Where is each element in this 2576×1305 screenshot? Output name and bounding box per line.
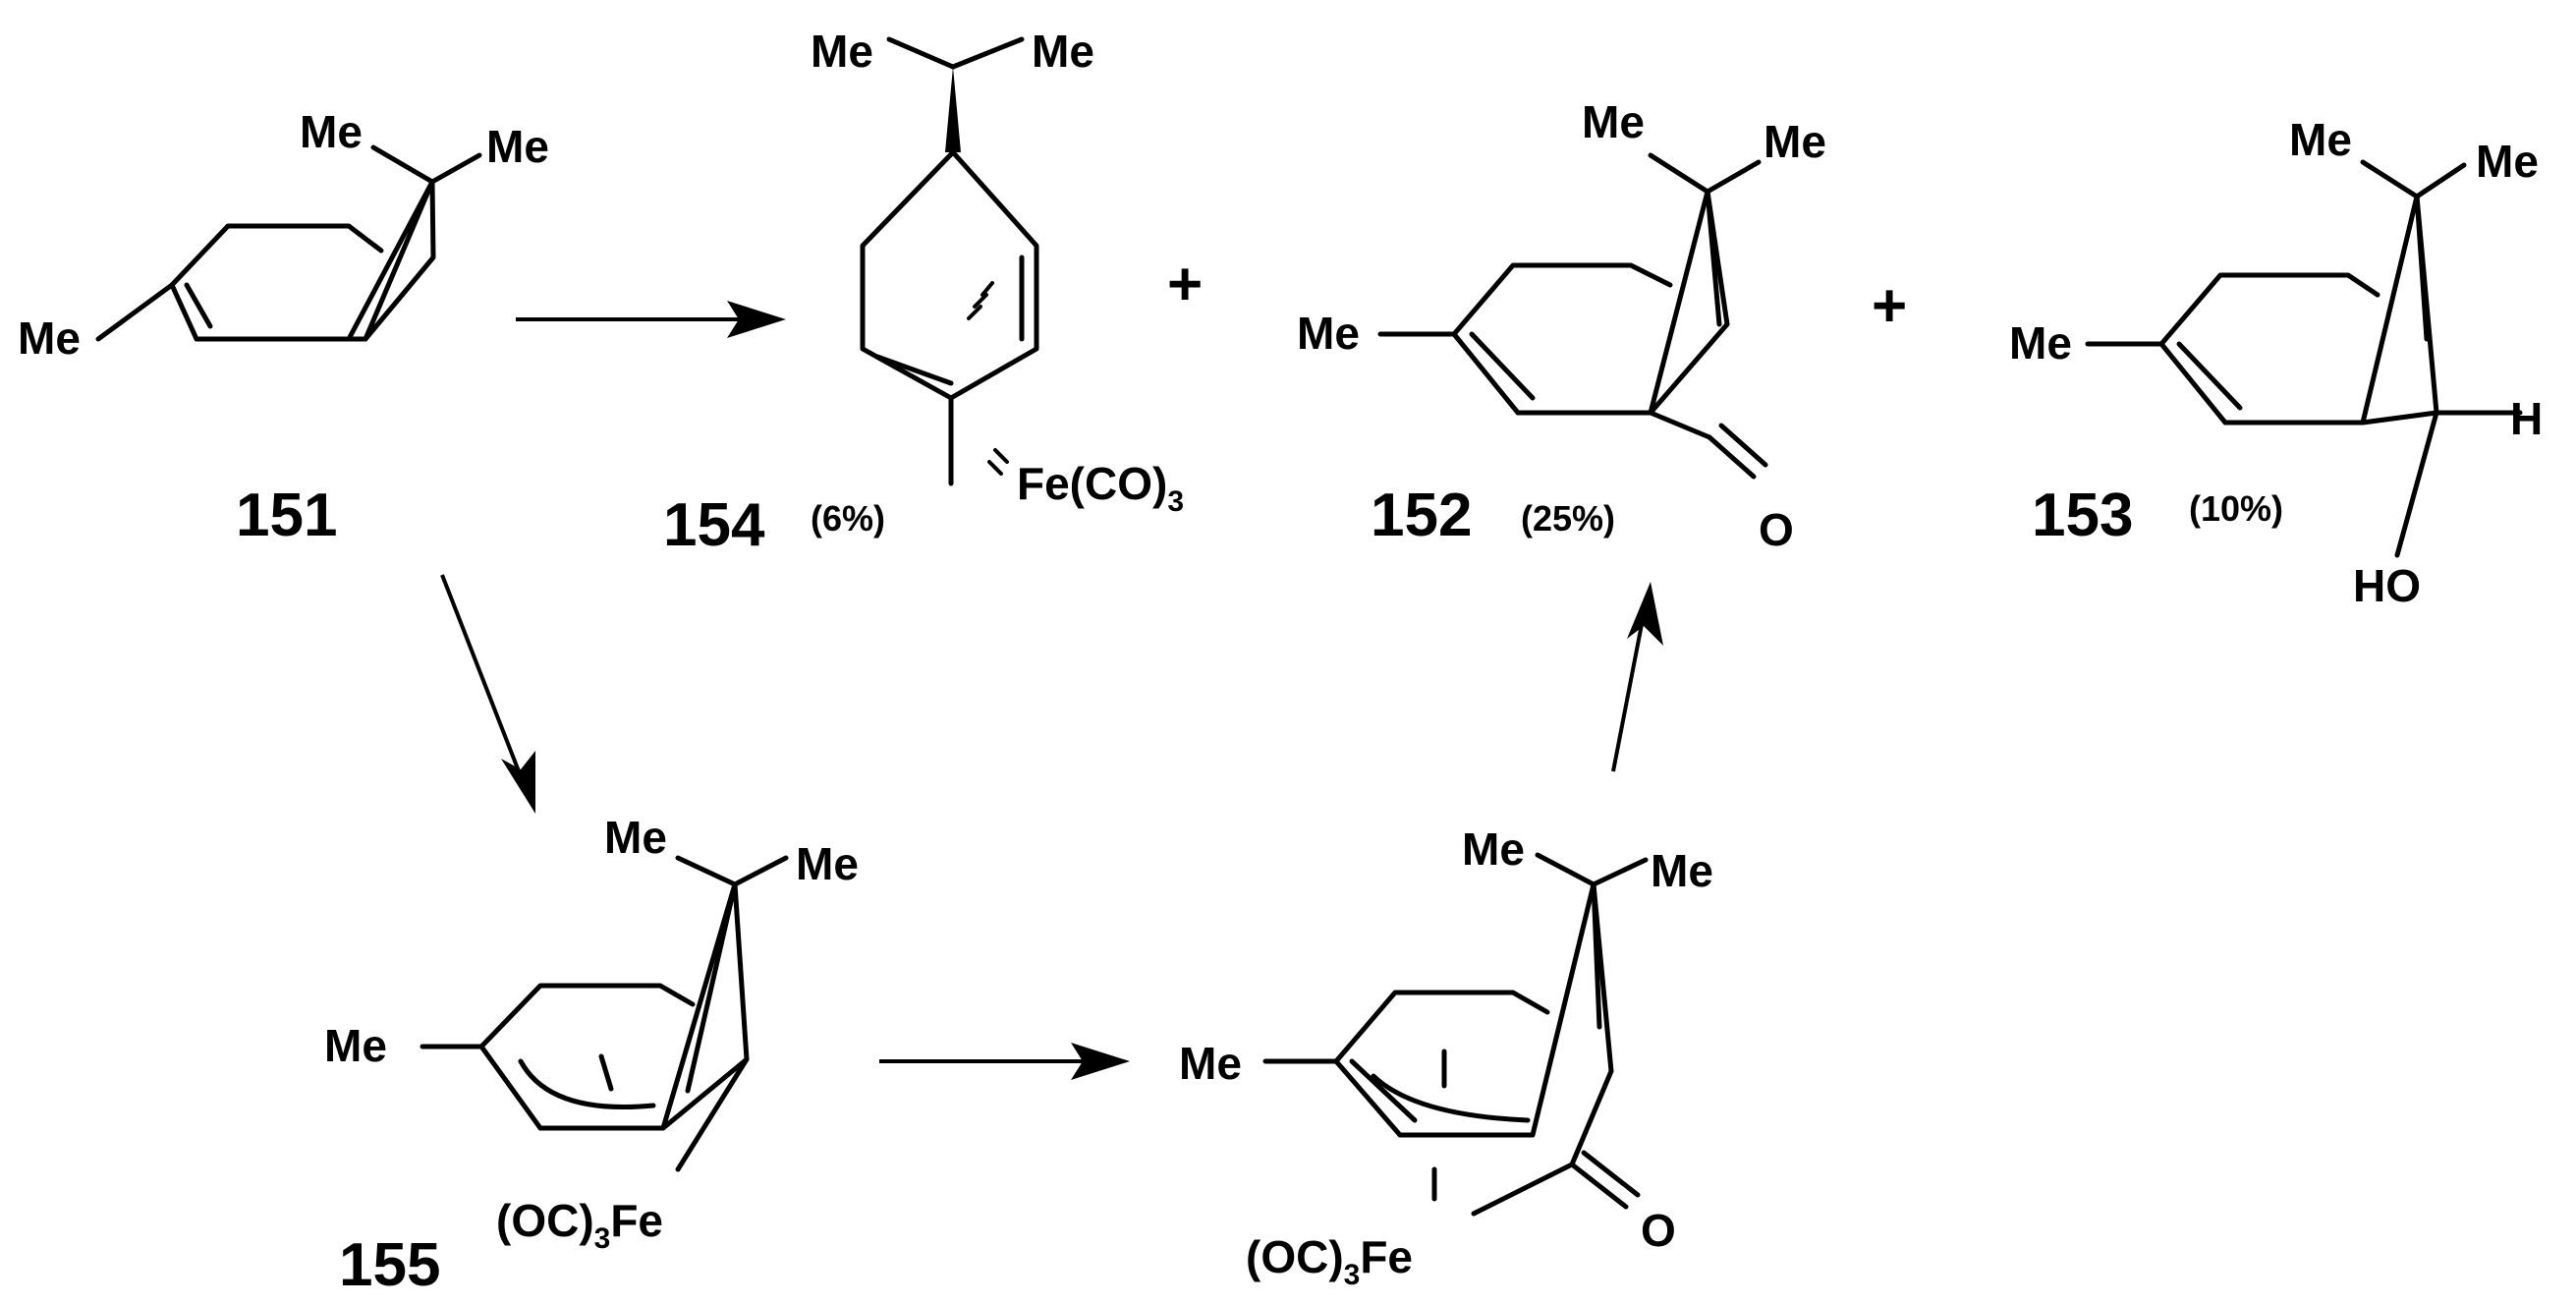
methyl-label: Me <box>604 812 667 863</box>
compound-number: 153 <box>2032 482 2133 549</box>
acyl-iron-intermediate: Me Me Me O (OC)3Fe <box>1179 823 1713 1291</box>
methyl-label: Me <box>1651 845 1713 896</box>
intermediate-bonds <box>1262 852 1649 1217</box>
compound-154-bonds <box>860 36 1039 486</box>
yield-label: (10%) <box>2189 488 2283 529</box>
iron-tricarbonyl-label: (OC)3Fe <box>496 1195 663 1255</box>
methyl-label: Me <box>300 106 363 157</box>
compound-152-bonds <box>1377 152 1768 480</box>
arrow-intermediate-to-152 <box>1611 582 1663 772</box>
methyl-label: Me <box>1582 96 1645 147</box>
compound-151: Me Me Me 151 <box>18 106 549 549</box>
compound-153-bonds <box>2085 159 2523 558</box>
compound-number: 155 <box>339 1231 440 1299</box>
plus-sign: + <box>1872 272 1907 340</box>
methyl-label: Me <box>1179 1038 1242 1089</box>
compound-number: 154 <box>663 491 765 559</box>
methyl-label: Me <box>811 26 873 77</box>
methyl-label: Me <box>486 121 549 172</box>
compound-154: Me Me Fe(CO)3 154 (6%) <box>663 26 1184 559</box>
arrow-151-to-155 <box>440 574 535 814</box>
compound-151-bonds <box>95 144 482 342</box>
methyl-label: Me <box>1764 116 1826 167</box>
methyl-label: Me <box>2476 136 2539 187</box>
compound-number: 152 <box>1371 482 1472 549</box>
arrow-151-to-154 <box>516 301 786 338</box>
methyl-label: Me <box>796 838 859 889</box>
hydrogen-label: H <box>2510 393 2543 444</box>
iron-tricarbonyl-label: Fe(CO)3 <box>1017 458 1184 518</box>
compound-153: Me Me Me H HO 153 (10%) <box>2009 114 2543 611</box>
methyl-label: Me <box>2289 114 2352 165</box>
compound-152: Me Me Me O 152 (25%) <box>1297 96 1826 555</box>
arrow-155-to-intermediate <box>879 1043 1130 1080</box>
compound-155: Me Me Me (OC)3Fe 155 <box>324 812 859 1299</box>
methyl-label: Me <box>1462 823 1525 875</box>
methyl-label: Me <box>324 1020 387 1071</box>
plus-sign: + <box>1167 251 1203 318</box>
yield-label: (6%) <box>811 498 885 539</box>
iron-tricarbonyl-label: (OC)3Fe <box>1246 1231 1413 1291</box>
methyl-label: Me <box>2009 317 2072 369</box>
hydroxyl-label: HO <box>2353 560 2421 611</box>
methyl-label: Me <box>1297 308 1360 359</box>
compound-155-bonds <box>420 855 789 1172</box>
oxygen-label: O <box>1641 1205 1676 1256</box>
methyl-label: Me <box>18 312 81 364</box>
yield-label: (25%) <box>1521 498 1615 539</box>
compound-number: 151 <box>236 482 337 549</box>
oxygen-label: O <box>1759 504 1794 555</box>
methyl-label: Me <box>1032 26 1094 77</box>
